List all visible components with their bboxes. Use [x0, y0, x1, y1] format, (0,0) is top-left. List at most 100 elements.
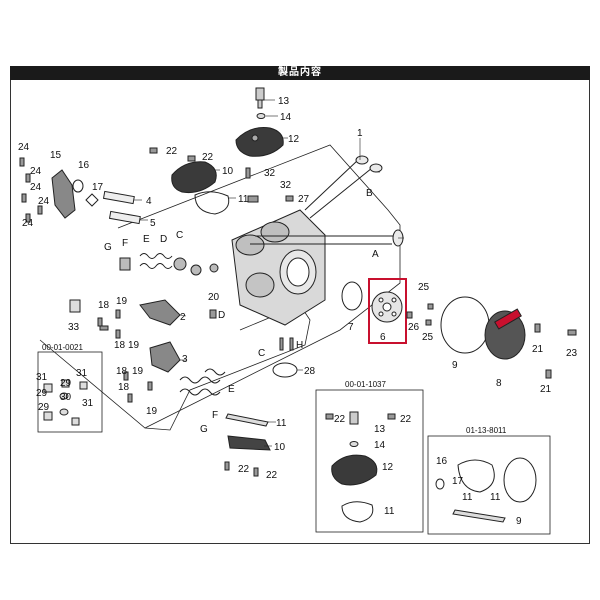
label-31b: 31: [76, 368, 88, 379]
label-24d: 24: [38, 196, 50, 207]
label-6: 6: [380, 332, 386, 343]
washer-14: [256, 113, 266, 119]
label-G2: G: [200, 424, 208, 435]
label-27: 27: [298, 194, 310, 205]
oring-7: [341, 281, 363, 311]
label-14b: 14: [374, 440, 386, 451]
gasket-11-lower: [225, 413, 269, 427]
label-22a: 22: [166, 146, 178, 157]
valve-spring-stack-top: [119, 253, 219, 276]
head-cover-top: [235, 127, 284, 157]
label-22d: 22: [266, 470, 278, 481]
label-H: H: [296, 340, 303, 351]
label-10b: 10: [274, 442, 286, 453]
side-cover-8: [484, 308, 526, 360]
label-28: 28: [304, 366, 316, 377]
label-2: 2: [180, 312, 186, 323]
label-24c: 24: [30, 182, 42, 193]
label-4: 4: [146, 196, 152, 207]
part-33: [69, 299, 81, 313]
label-C2: C: [258, 348, 265, 359]
label-1: 1: [357, 128, 363, 139]
label-16: 16: [78, 160, 90, 171]
label-30: 30: [60, 392, 72, 403]
label-24e: 24: [22, 218, 34, 229]
clip-17: [85, 193, 99, 207]
label-22e: 22: [334, 414, 346, 425]
valve-spring-stack-bottom: [179, 368, 226, 396]
label-F2: F: [212, 410, 218, 421]
label-D2: D: [218, 310, 225, 321]
part-labels: 13 14 12 1 22 22 10 32 32 27 11 B A 24 2…: [18, 96, 578, 527]
label-26: 26: [408, 322, 420, 333]
label-20: 20: [208, 292, 220, 303]
label-32a: 32: [264, 168, 276, 179]
label-19c: 19: [132, 366, 144, 377]
label-15: 15: [50, 150, 62, 161]
cover-kit-code: 00-01-1037: [345, 380, 386, 389]
label-19b: 19: [128, 340, 140, 351]
cam-sprocket-6: [371, 291, 403, 323]
label-22c: 22: [238, 464, 250, 475]
oring-16: [72, 179, 84, 193]
label-18d: 18: [118, 382, 130, 393]
label-22f: 22: [400, 414, 412, 425]
label-16b: 16: [436, 456, 448, 467]
label-F1: F: [122, 238, 128, 249]
label-B: B: [366, 188, 373, 199]
label-18b: 18: [114, 340, 126, 351]
label-17: 17: [92, 182, 104, 193]
oring-28: [272, 362, 298, 378]
label-25b: 25: [422, 332, 434, 343]
label-29c: 29: [38, 402, 50, 413]
label-10: 10: [222, 166, 234, 177]
rocker-3: [149, 341, 181, 373]
rocker-15: [51, 169, 76, 219]
side-cover-10: [171, 161, 217, 193]
label-21a: 21: [532, 344, 544, 355]
label-14: 14: [280, 112, 292, 123]
label-32b: 32: [280, 180, 292, 191]
label-3: 3: [182, 354, 188, 365]
label-12: 12: [288, 134, 300, 145]
valve-kit-box: [37, 351, 103, 433]
small-bolts: [19, 147, 577, 477]
label-11e: 11: [490, 492, 501, 503]
cylinder-head: [231, 209, 326, 326]
label-18c: 18: [116, 366, 128, 377]
label-19a: 19: [116, 296, 128, 307]
assembly-outline: [39, 144, 401, 429]
label-24b: 24: [30, 166, 42, 177]
label-29b: 29: [60, 378, 72, 389]
label-13b: 13: [374, 424, 386, 435]
sprocket-highlight: [368, 278, 407, 344]
label-31c: 31: [82, 398, 94, 409]
label-11: 11: [238, 194, 249, 205]
label-8: 8: [496, 378, 502, 389]
label-7: 7: [348, 322, 354, 333]
label-24a: 24: [18, 142, 30, 153]
gasket-kit-parts: [435, 457, 537, 523]
bolt-13: [255, 87, 265, 109]
label-E1: E: [143, 234, 150, 245]
label-5: 5: [150, 218, 156, 229]
leader-lines: [134, 99, 404, 447]
label-19d: 19: [146, 406, 158, 417]
label-17b: 17: [452, 476, 464, 487]
rocker-shafts: [102, 190, 141, 225]
label-9: 9: [452, 360, 458, 371]
label-D1: D: [160, 234, 167, 245]
label-18a: 18: [98, 300, 110, 311]
label-25a: 25: [418, 282, 430, 293]
cover-kit-box: [315, 389, 424, 533]
label-21b: 21: [540, 384, 552, 395]
label-12b: 12: [382, 462, 394, 473]
label-29a: 29: [36, 388, 48, 399]
gasket-9: [440, 296, 490, 354]
gasket-kit-box: [427, 435, 551, 535]
label-C1: C: [176, 230, 183, 241]
cover-kit-parts: [331, 411, 378, 523]
rocker-2: [139, 299, 181, 326]
label-G1: G: [104, 242, 112, 253]
